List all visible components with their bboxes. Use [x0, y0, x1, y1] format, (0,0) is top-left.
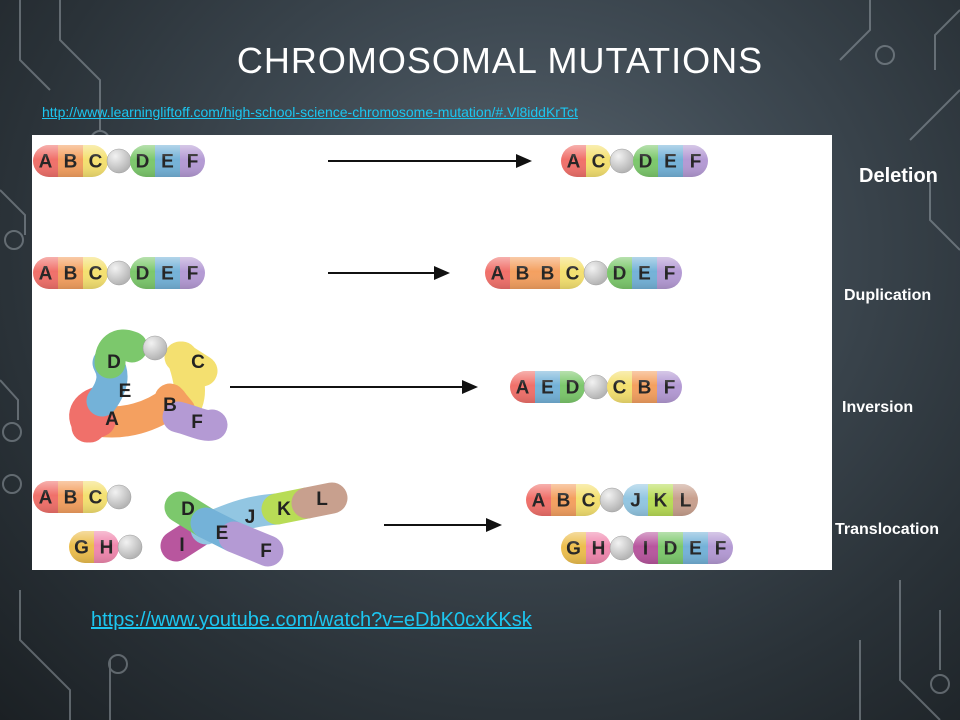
inversion-result-right: CBF — [607, 371, 682, 403]
translocation-original-top-left: ABC — [33, 481, 108, 513]
video-link[interactable]: https://www.youtube.com/watch?v=eDbK0cxK… — [91, 609, 532, 631]
deletion-result-left: AC — [561, 145, 611, 177]
translocation-result-top-left: ABC — [526, 484, 601, 516]
duplication-result-left: ABBC — [485, 257, 585, 289]
centromere — [609, 148, 635, 174]
centromere — [106, 148, 132, 174]
centromere — [583, 374, 609, 400]
centromere — [106, 260, 132, 286]
inversion-arrow — [230, 380, 478, 394]
gene-label: L — [316, 489, 328, 510]
translocation-original-bottom-left: GH — [69, 531, 119, 563]
mutation-diagram: ABCDEFACDEFABCDEFABBCDEFDCEBAFAEDCBFABCG… — [33, 145, 733, 567]
deletion-original-left: ABC — [33, 145, 108, 177]
centromere — [117, 534, 143, 560]
inversion-result-left: AED — [510, 371, 585, 403]
gene-label: B — [163, 395, 177, 416]
gene-label: I — [179, 535, 184, 556]
translocation-arrow — [384, 518, 502, 532]
gene-label: C — [191, 352, 205, 373]
source-link[interactable]: http://www.learningliftoff.com/high-scho… — [42, 104, 578, 120]
gene-label: J — [245, 507, 256, 528]
deletion-arrow — [328, 154, 532, 168]
gene-label: E — [119, 381, 132, 402]
centromere — [142, 335, 168, 361]
gene-label: D — [107, 352, 121, 373]
deletion-original-right: DEF — [130, 145, 205, 177]
translocation-result-top-right: JKL — [623, 484, 698, 516]
inversion-label: Inversion — [842, 399, 914, 416]
duplication-original-right: DEF — [130, 257, 205, 289]
centromere — [583, 260, 609, 286]
gene-label: F — [191, 412, 203, 433]
inversion-original: D C E B A F — [69, 329, 228, 443]
deletion-label: Deletion — [859, 165, 938, 187]
page-title: CHROMOSOMAL MUTATIONS — [236, 40, 764, 81]
deletion-result-right: DEF — [633, 145, 708, 177]
gene-label: K — [277, 499, 291, 520]
translocation-result-bottom-right: IDEF — [633, 532, 733, 564]
gene-label: A — [105, 409, 119, 430]
duplication-label: Duplication — [844, 287, 932, 304]
translocation-label: Translocation — [835, 521, 940, 538]
centromere — [609, 535, 635, 561]
duplication-result-right: DEF — [607, 257, 682, 289]
mutation-diagram-panel: ABCDEFACDEFABCDEFABBCDEFDCEBAFAEDCBFABCG… — [32, 135, 832, 570]
duplication-arrow — [328, 266, 450, 280]
gene-label: E — [216, 523, 229, 544]
centromere — [106, 484, 132, 510]
gene-label: F — [260, 541, 272, 562]
duplication-original-left: ABC — [33, 257, 108, 289]
gene-label: D — [181, 499, 195, 520]
translocation-result-bottom-left: GH — [561, 532, 611, 564]
centromere — [599, 487, 625, 513]
